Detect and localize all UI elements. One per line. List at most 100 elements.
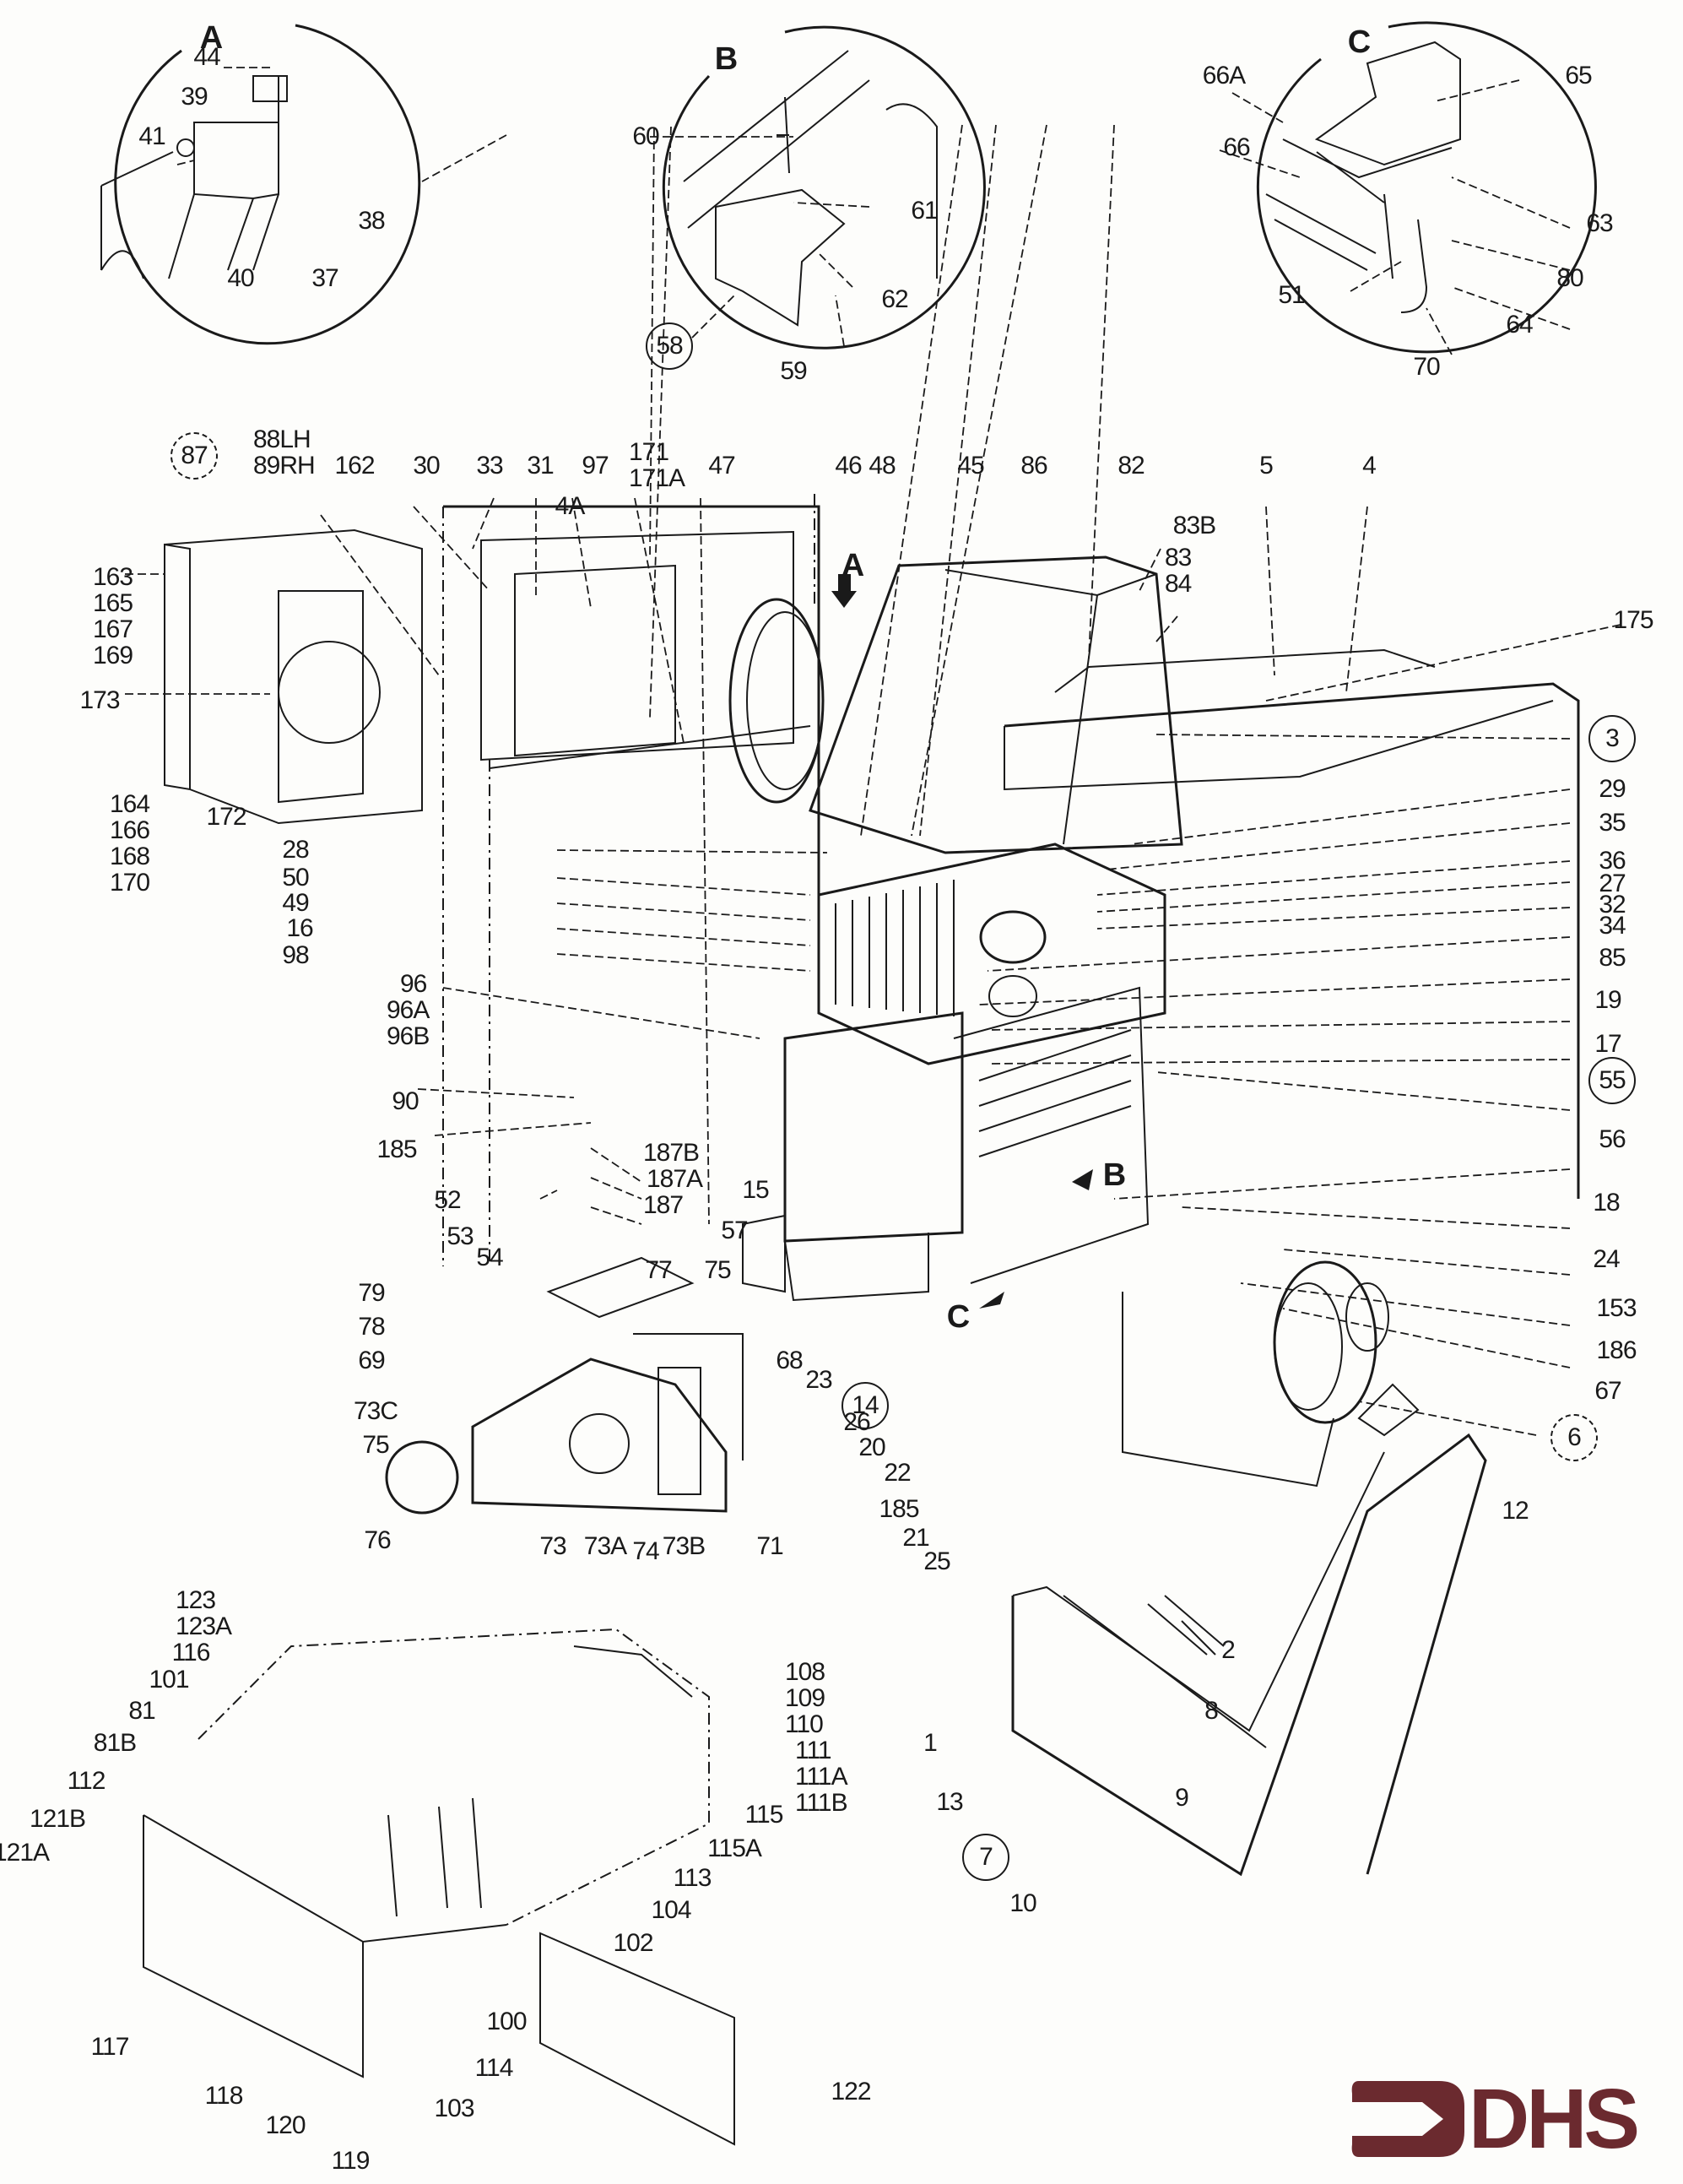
arrow-c-icon <box>979 1292 1004 1309</box>
part-label-15: 15 <box>742 1176 769 1204</box>
part-label-3: 3 <box>1588 715 1636 762</box>
part-label-63: 63 <box>1586 209 1613 237</box>
part-label-57: 57 <box>721 1217 748 1244</box>
part-label-25: 25 <box>923 1547 950 1575</box>
part-label-49: 49 <box>282 889 309 917</box>
detail-c-circle <box>1256 21 1597 354</box>
part-label-35: 35 <box>1599 809 1626 837</box>
part-label-163-169: 163 165 167 169 <box>93 563 133 669</box>
part-label-97: 97 <box>582 452 609 480</box>
part-label-50: 50 <box>282 864 309 891</box>
part-label-64: 64 <box>1506 311 1533 339</box>
part-label-73c: 73C <box>353 1397 398 1425</box>
detail-a-circle <box>100 24 421 345</box>
part-label-123-123a: 123 123A <box>176 1586 232 1640</box>
part-label-76: 76 <box>364 1526 391 1554</box>
part-label-67: 67 <box>1594 1377 1621 1405</box>
part-label-61: 61 <box>911 197 938 225</box>
part-label-12: 12 <box>1502 1497 1529 1525</box>
part-label-7: 7 <box>962 1834 1009 1881</box>
part-label-6: 6 <box>1550 1414 1598 1461</box>
view-arrow-a: A <box>841 548 864 583</box>
part-label-2: 2 <box>1221 1636 1236 1664</box>
part-label-37: 37 <box>311 264 338 292</box>
part-label-153: 153 <box>1596 1294 1637 1322</box>
part-label-98: 98 <box>282 941 309 969</box>
part-label-75-upper: 75 <box>704 1256 731 1284</box>
part-label-115: 115 <box>744 1801 784 1829</box>
part-label-33: 33 <box>476 452 503 480</box>
part-label-47: 47 <box>708 452 735 480</box>
part-label-122: 122 <box>831 2078 871 2105</box>
part-label-118: 118 <box>204 2082 244 2110</box>
part-label-81: 81 <box>128 1697 155 1725</box>
part-label-164-170: 164 166 168 170 <box>110 790 150 897</box>
part-label-102: 102 <box>613 1929 653 1957</box>
part-label-77: 77 <box>645 1256 672 1284</box>
part-label-70: 70 <box>1413 353 1440 381</box>
part-label-175: 175 <box>1613 606 1653 634</box>
part-label-73: 73 <box>539 1532 566 1560</box>
part-label-120: 120 <box>265 2111 306 2139</box>
part-label-16: 16 <box>286 914 313 942</box>
part-label-114: 114 <box>474 2054 514 2082</box>
part-label-10: 10 <box>1009 1889 1036 1917</box>
part-label-40: 40 <box>227 264 254 292</box>
heat-exchanger <box>817 843 1166 1065</box>
part-label-103: 103 <box>434 2095 474 2122</box>
part-label-21: 21 <box>902 1524 929 1552</box>
part-label-81b: 81B <box>93 1729 137 1757</box>
top-panel <box>1004 648 1580 1199</box>
part-label-1: 1 <box>923 1729 938 1757</box>
part-label-108-110: 108 109 110 <box>785 1658 825 1738</box>
part-label-173: 173 <box>79 686 120 714</box>
part-label-48: 48 <box>869 452 896 480</box>
part-label-111-111b: 111 111A 111B <box>795 1737 848 1817</box>
part-label-90: 90 <box>392 1087 419 1115</box>
logo-text: DHS <box>1469 2072 1640 2166</box>
part-label-162: 162 <box>334 452 375 480</box>
part-label-38: 38 <box>358 207 385 235</box>
part-label-28: 28 <box>282 836 309 864</box>
part-label-83b: 83B <box>1172 512 1216 539</box>
part-label-79: 79 <box>358 1279 385 1307</box>
part-label-185-upper: 185 <box>376 1135 417 1163</box>
part-label-56: 56 <box>1599 1125 1626 1153</box>
part-label-83-84: 83 84 <box>1165 544 1192 598</box>
part-label-73a: 73A <box>583 1532 627 1560</box>
part-label-85: 85 <box>1599 944 1626 972</box>
part-label-82: 82 <box>1117 452 1145 480</box>
part-label-121b: 121B <box>29 1805 86 1833</box>
part-label-52: 52 <box>434 1186 461 1214</box>
view-arrow-b: B <box>1102 1157 1126 1193</box>
part-label-115a: 115A <box>707 1834 762 1862</box>
part-label-29: 29 <box>1599 775 1626 803</box>
part-label-86: 86 <box>1020 452 1047 480</box>
part-label-66a: 66A <box>1202 62 1246 89</box>
part-label-113: 113 <box>673 1864 712 1892</box>
detail-a-title: A <box>199 20 223 56</box>
arrow-b-icon <box>1072 1169 1093 1190</box>
part-label-9: 9 <box>1175 1784 1189 1812</box>
detail-b-title: B <box>714 41 738 77</box>
part-label-73b: 73B <box>662 1532 706 1560</box>
gas-valve-assembly <box>385 1256 744 1515</box>
arrow-bracket-icon <box>1351 2081 1464 2157</box>
part-label-39: 39 <box>181 83 208 111</box>
part-label-22: 22 <box>884 1459 911 1487</box>
flue-hood <box>809 555 1183 854</box>
part-label-74: 74 <box>632 1537 659 1565</box>
part-label-45: 45 <box>957 452 984 480</box>
part-label-5: 5 <box>1259 452 1274 480</box>
part-label-26: 26 <box>843 1408 870 1436</box>
part-label-119: 119 <box>331 2147 371 2175</box>
part-label-171-171a: 171 171A <box>629 438 685 492</box>
part-label-62: 62 <box>881 285 908 313</box>
part-label-187-187b: 187B 187A 187 <box>643 1139 703 1219</box>
detail-c-title: C <box>1347 24 1371 60</box>
part-label-185-lower: 185 <box>879 1495 919 1523</box>
part-label-112: 112 <box>67 1767 106 1795</box>
part-label-46: 46 <box>835 452 862 480</box>
part-label-117: 117 <box>90 2033 130 2061</box>
